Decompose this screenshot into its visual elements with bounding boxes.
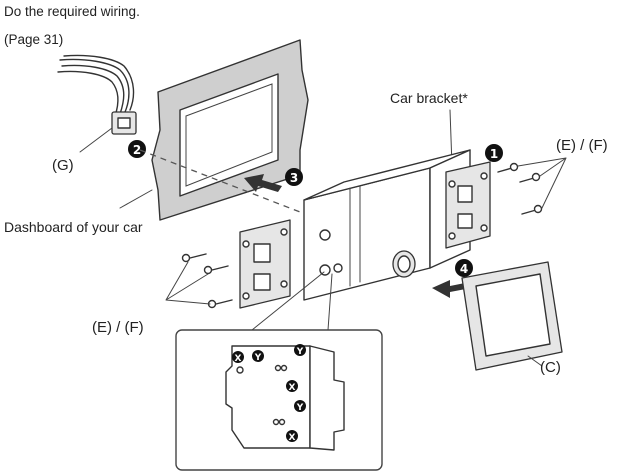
detail-inset: X Y Y X Y X (175, 329, 383, 471)
step-badge-4: 4 (455, 259, 473, 277)
trim-c-leader (527, 355, 543, 367)
screws-left-label: (E) / (F) (92, 319, 144, 336)
svg-text:2: 2 (133, 143, 141, 157)
dashboard-leader-line (119, 189, 153, 209)
trim-c-label: (C) (540, 359, 561, 376)
svg-text:1: 1 (490, 147, 498, 161)
wiring-harness-icon (57, 54, 137, 153)
detail-callout-lines (251, 271, 333, 331)
dashboard-label: Dashboard of your car (4, 219, 143, 235)
screw-icon-left-group (181, 253, 233, 309)
screw-icon (181, 253, 207, 263)
screws-left-leader (165, 261, 211, 305)
svg-text:Y: Y (254, 353, 262, 363)
step-badge-3: 3 (285, 168, 303, 186)
trim-frame-c (461, 261, 563, 371)
screws-top-leader (517, 157, 567, 209)
arrow-icon-step3 (244, 174, 282, 192)
screw-icon (497, 162, 519, 173)
screw-icon-right-group (497, 162, 543, 215)
car-bracket-right (445, 161, 491, 249)
step-badge-1: 1 (485, 144, 503, 162)
instruction-text-line2: (Page 31) (4, 32, 63, 47)
svg-text:X: X (289, 433, 296, 443)
detail-mark-y: Y (294, 344, 306, 357)
detail-mark-x: X (286, 380, 298, 393)
connector-g-label: (G) (52, 157, 74, 174)
screw-icon (521, 204, 543, 215)
svg-text:3: 3 (290, 171, 298, 185)
car-bracket-left (239, 219, 291, 309)
svg-text:X: X (235, 354, 242, 364)
arrow-icon-step4 (432, 280, 471, 298)
svg-text:Y: Y (296, 347, 304, 357)
svg-text:4: 4 (460, 262, 468, 276)
detail-mark-x: X (232, 351, 244, 364)
car-bracket-label: Car bracket* (390, 90, 468, 106)
screw-icon (207, 299, 233, 309)
screws-top-label: (E) / (F) (556, 137, 608, 154)
dashboard-panel (151, 39, 309, 221)
instruction-text-line1: Do the required wiring. (4, 4, 140, 19)
detail-mark-x: X (286, 430, 298, 443)
main-unit (303, 149, 471, 301)
svg-text:Y: Y (296, 403, 304, 413)
screw-icon (519, 172, 541, 183)
detail-mark-y: Y (252, 350, 264, 363)
svg-text:X: X (289, 383, 296, 393)
detail-mark-y: Y (294, 400, 306, 413)
screw-icon (203, 265, 229, 275)
step-badge-2: 2 (128, 140, 146, 158)
